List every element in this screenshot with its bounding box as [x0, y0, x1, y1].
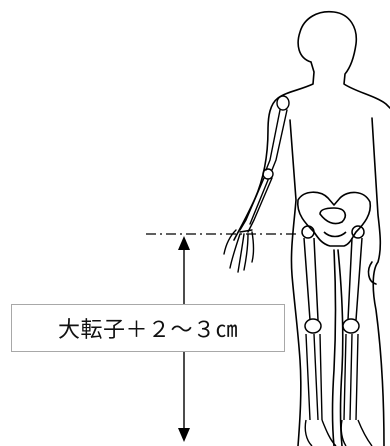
femurs	[302, 226, 364, 333]
measurement-label: 大転子＋２～３㎝	[58, 312, 238, 344]
lower-legs	[305, 334, 372, 446]
measurement-label-box: 大転子＋２～３㎝	[11, 304, 285, 352]
arm-skeleton	[224, 96, 289, 272]
